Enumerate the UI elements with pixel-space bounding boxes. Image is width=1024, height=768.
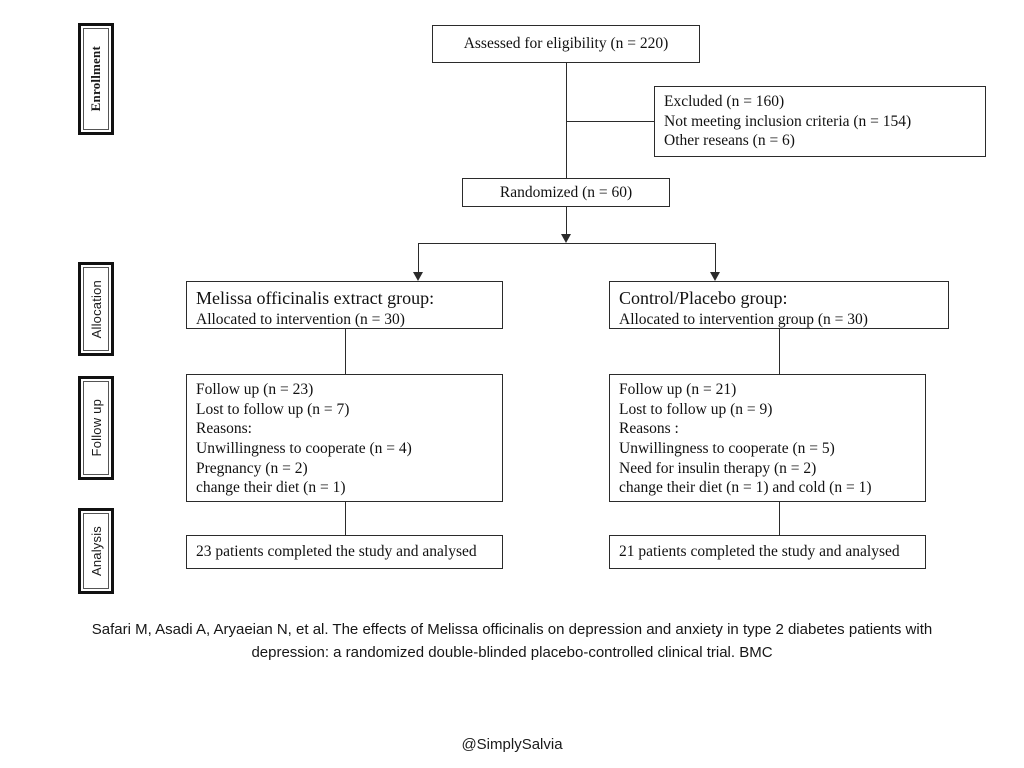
box-followup-intervention-line-2: Lost to follow up (n = 7) bbox=[196, 400, 350, 418]
box-followup-intervention-line-1: Follow up (n = 23) bbox=[196, 381, 314, 398]
arrowhead-split-right bbox=[710, 272, 720, 281]
figure-caption-line-1: Safari M, Asadi A, Aryaeian N, et al. Th… bbox=[91, 621, 933, 638]
box-allocation-control: Control/Placebo group: Allocated to inte… bbox=[609, 281, 949, 329]
stage-label-enrollment: Enrollment bbox=[78, 23, 114, 135]
box-analysis-control: 21 patients completed the study and anal… bbox=[609, 535, 926, 569]
box-excluded-line-1: Excluded (n = 160) bbox=[664, 93, 785, 110]
box-allocation-intervention: Melissa officinalis extract group: Alloc… bbox=[186, 281, 503, 329]
stage-label-allocation-text: Allocation bbox=[88, 279, 104, 339]
connector-allocation-to-followup-left bbox=[345, 329, 346, 374]
figure-caption-line-2: depression: a randomized double-blinded … bbox=[251, 644, 773, 662]
connector-followup-to-analysis-right bbox=[779, 502, 780, 535]
box-analysis-control-text: 21 patients completed the study and anal… bbox=[619, 543, 900, 561]
connector-split-left bbox=[418, 243, 419, 278]
box-assessed-text: Assessed for eligibility (n = 220) bbox=[463, 35, 669, 53]
social-handle: @SimplySalvia bbox=[461, 736, 563, 753]
figure-caption: Safari M, Asadi A, Aryaeian N, et al. Th… bbox=[62, 618, 962, 665]
box-followup-control: Follow up (n = 21) Lost to follow up (n … bbox=[609, 374, 926, 502]
box-followup-intervention-line-3: Reasons: bbox=[196, 420, 252, 438]
box-allocation-intervention-line-1: Allocated to intervention (n = 30) bbox=[196, 311, 405, 329]
box-randomized-text: Randomized (n = 60) bbox=[499, 183, 633, 201]
box-followup-control-line-5: Need for insulin therapy (n = 2) bbox=[619, 459, 817, 477]
stage-label-allocation-inner: Allocation bbox=[83, 267, 109, 351]
box-followup-control-line-2: Lost to follow up (n = 9) bbox=[619, 400, 773, 418]
arrowhead-split-left bbox=[413, 272, 423, 281]
connector-split-right bbox=[715, 243, 716, 278]
box-assessed-for-eligibility: Assessed for eligibility (n = 220) bbox=[432, 25, 700, 63]
stage-label-follow-up-inner: Follow up bbox=[83, 381, 109, 475]
box-excluded-line-2: Not meeting inclusion criteria (n = 154) bbox=[664, 112, 912, 130]
stage-label-analysis-inner: Analysis bbox=[83, 513, 109, 589]
stage-label-enrollment-inner: Enrollment bbox=[83, 28, 109, 130]
box-excluded-line-3: Other reseans (n = 6) bbox=[664, 132, 795, 150]
connector-followup-to-analysis-left bbox=[345, 502, 346, 535]
box-followup-intervention-line-5: Pregnancy (n = 2) bbox=[196, 459, 308, 477]
box-followup-control-line-6: change their diet (n = 1) and cold (n = … bbox=[619, 479, 872, 497]
connector-assessed-to-randomized bbox=[566, 63, 567, 178]
connector-allocation-split-bar bbox=[418, 243, 715, 244]
box-excluded: Excluded (n = 160) Not meeting inclusion… bbox=[654, 86, 986, 157]
box-allocation-intervention-headline: Melissa officinalis extract group: bbox=[196, 288, 435, 308]
box-followup-control-line-3: Reasons : bbox=[619, 420, 679, 438]
arrowhead-randomized-stem bbox=[561, 234, 571, 243]
box-followup-control-line-4: Unwillingness to cooperate (n = 5) bbox=[619, 440, 835, 458]
stage-label-analysis: Analysis bbox=[78, 508, 114, 594]
connector-allocation-to-followup-right bbox=[779, 329, 780, 374]
box-analysis-intervention: 23 patients completed the study and anal… bbox=[186, 535, 503, 569]
box-followup-control-line-1: Follow up (n = 21) bbox=[619, 381, 737, 398]
stage-label-analysis-text: Analysis bbox=[88, 525, 104, 576]
box-followup-intervention: Follow up (n = 23) Lost to follow up (n … bbox=[186, 374, 503, 502]
box-allocation-control-line-1: Allocated to intervention group (n = 30) bbox=[619, 311, 868, 329]
box-allocation-control-headline: Control/Placebo group: bbox=[619, 288, 788, 308]
stage-label-enrollment-text: Enrollment bbox=[88, 46, 103, 112]
box-followup-intervention-line-6: change their diet (n = 1) bbox=[196, 479, 346, 497]
stage-label-allocation: Allocation bbox=[78, 262, 114, 356]
connector-randomized-stem bbox=[566, 207, 567, 237]
box-randomized: Randomized (n = 60) bbox=[462, 178, 670, 207]
box-followup-intervention-line-4: Unwillingness to cooperate (n = 4) bbox=[196, 440, 412, 458]
stage-label-follow-up-text: Follow up bbox=[88, 399, 104, 457]
stage-label-follow-up: Follow up bbox=[78, 376, 114, 480]
connector-assessed-to-excluded bbox=[566, 121, 654, 122]
box-analysis-intervention-text: 23 patients completed the study and anal… bbox=[196, 543, 477, 561]
